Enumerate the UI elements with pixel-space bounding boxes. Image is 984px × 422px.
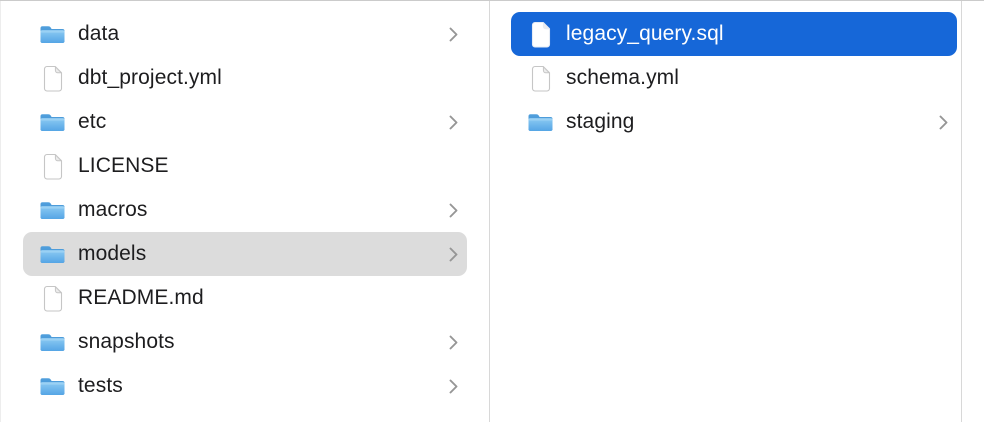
file-icon [39,284,66,312]
chevron-right-icon [448,26,459,43]
file-icon [527,20,554,48]
file-icon [39,152,66,180]
item-label: snapshots [78,330,175,353]
folder-icon [39,328,66,356]
folder-icon [39,372,66,400]
item-label: legacy_query.sql [566,22,724,45]
folder-row-snapshots[interactable]: snapshots [23,320,467,364]
file-row-schema-yml[interactable]: schema.yml [511,56,957,100]
folder-icon [39,240,66,268]
item-label: LICENSE [78,154,169,177]
folder-row-macros[interactable]: macros [23,188,467,232]
folder-icon [39,20,66,48]
folder-row-data[interactable]: data [23,12,467,56]
item-label: models [78,242,147,265]
file-icon [39,64,66,92]
file-browser-column-3-empty [962,1,984,422]
chevron-right-icon [448,246,459,263]
file-row-legacy-query-sql[interactable]: legacy_query.sql [511,12,957,56]
folder-icon [39,196,66,224]
folder-row-models[interactable]: models [23,232,467,276]
file-row-dbt-project-yml[interactable]: dbt_project.yml [23,56,467,100]
item-label: macros [78,198,148,221]
folder-row-staging[interactable]: staging [511,100,957,144]
item-label: schema.yml [566,66,680,89]
chevron-right-icon [448,334,459,351]
item-label: etc [78,110,107,133]
item-label: data [78,22,120,45]
file-browser-column-2: legacy_query.sql schema.yml staging [490,1,962,422]
chevron-right-icon [448,378,459,395]
folder-row-etc[interactable]: etc [23,100,467,144]
item-label: dbt_project.yml [78,66,222,89]
chevron-right-icon [448,114,459,131]
file-icon [527,64,554,92]
item-label: staging [566,110,635,133]
folder-icon [527,108,554,136]
file-row-license[interactable]: LICENSE [23,144,467,188]
folder-icon [39,108,66,136]
item-label: README.md [78,286,204,309]
chevron-right-icon [448,202,459,219]
folder-row-tests[interactable]: tests [23,364,467,408]
file-browser-column-1: data dbt_project.yml etc LICENSE macros … [0,1,490,422]
file-row-readme-md[interactable]: README.md [23,276,467,320]
chevron-right-icon [938,114,949,131]
item-label: tests [78,374,123,397]
